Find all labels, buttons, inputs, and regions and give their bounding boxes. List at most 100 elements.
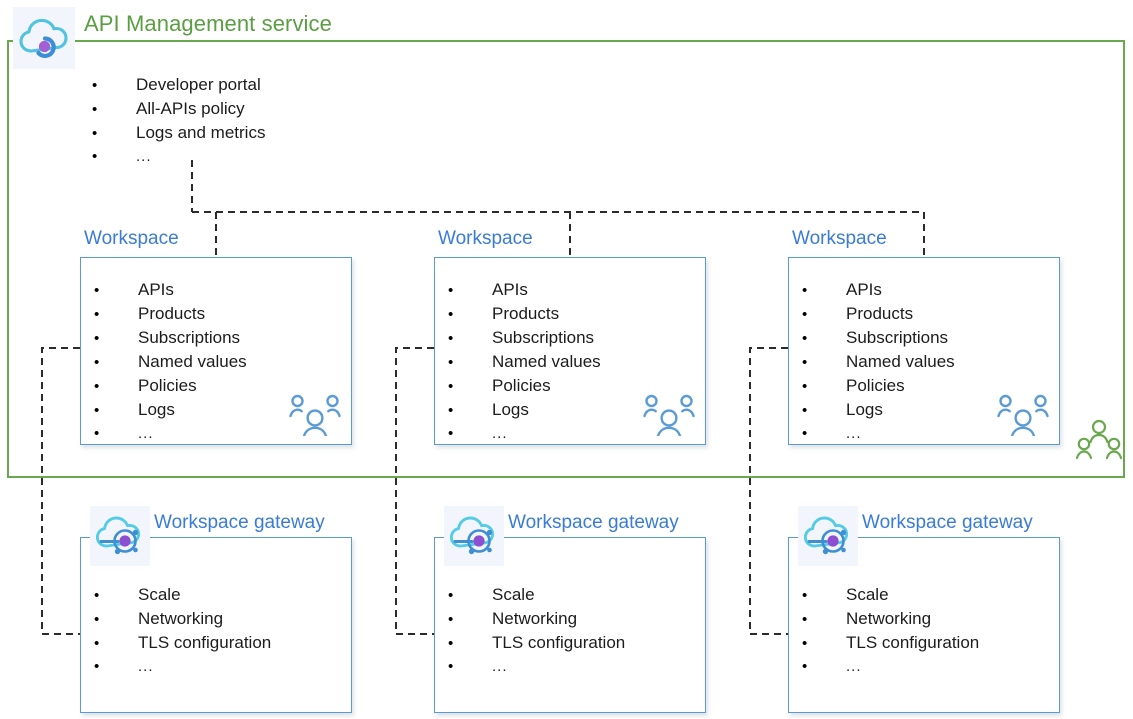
feature-item: • TLS configuration xyxy=(448,631,625,655)
bullet-glyph: • xyxy=(92,101,98,118)
bullet-glyph: • xyxy=(448,611,454,628)
feature-label: Policies xyxy=(846,376,905,395)
bullet-glyph: • xyxy=(94,635,100,652)
gateway-box-1: •Scale•Networking• TLS configuration•... xyxy=(80,537,352,713)
feature-item: • Developer portal xyxy=(92,73,265,97)
gateway-cloud-icon xyxy=(798,506,858,566)
bullet-glyph: • xyxy=(92,77,98,94)
bullet-glyph: • xyxy=(448,282,454,299)
feature-item: •... xyxy=(802,655,979,679)
workspace-label-2: Workspace xyxy=(438,228,533,249)
bullet-glyph: • xyxy=(448,587,454,604)
workspace-feature-list-1: •APIs•Products•Subscriptions•Named value… xyxy=(94,278,247,446)
people-group-icon xyxy=(643,394,695,436)
gateway-box-2: • Scale • Networking • TLS configuration •... xyxy=(434,537,706,713)
bullet-glyph: • xyxy=(94,402,100,419)
bullet-glyph: • xyxy=(94,425,100,442)
feature-label: Logs xyxy=(492,400,529,419)
bullet-glyph: • xyxy=(802,658,808,675)
gateway-feature-list-1: •Scale•Networking• TLS configuration•... xyxy=(94,583,271,679)
feature-label: TLS configuration xyxy=(846,633,980,652)
gateway-cloud-icon xyxy=(90,506,150,566)
bullet-glyph: • xyxy=(802,330,808,347)
feature-label: TLS configuration xyxy=(138,633,272,652)
apim-cloud-icon xyxy=(13,7,75,69)
bullet-glyph: • xyxy=(448,402,454,419)
feature-item: • Networking xyxy=(448,607,625,631)
feature-item: •Scale xyxy=(94,583,271,607)
feature-item: • Named values xyxy=(94,350,247,374)
feature-label: Subscriptions xyxy=(138,328,241,347)
bullet-glyph: • xyxy=(802,354,808,371)
feature-label: TLS configuration xyxy=(492,633,626,652)
feature-item: •Logs xyxy=(94,398,247,422)
feature-item: • APIs xyxy=(448,278,601,302)
feature-item: • Policies xyxy=(802,374,955,398)
bullet-glyph: • xyxy=(802,425,808,442)
feature-label: Subscriptions xyxy=(846,328,949,347)
feature-label: Networking xyxy=(138,609,224,628)
bullet-glyph: • xyxy=(448,354,454,371)
feature-item: • Subscriptions xyxy=(802,326,955,350)
feature-item: •Logs and metrics xyxy=(92,121,265,145)
gateway-cloud-icon xyxy=(444,506,504,566)
feature-item: •Scale xyxy=(802,583,979,607)
feature-label: ... xyxy=(138,658,154,675)
feature-item: •... xyxy=(448,655,625,679)
feature-item: •... xyxy=(802,422,955,446)
feature-label: Developer portal xyxy=(136,75,261,94)
feature-item: •Networking xyxy=(94,607,271,631)
bullet-glyph: • xyxy=(448,635,454,652)
bullet-glyph: • xyxy=(802,635,808,652)
feature-label: Scale xyxy=(846,585,889,604)
feature-label: Scale xyxy=(138,585,181,604)
bullet-glyph: • xyxy=(448,658,454,675)
bullet-glyph: • xyxy=(802,306,808,323)
bullet-glyph: • xyxy=(448,330,454,347)
feature-item: • All-APIs policy xyxy=(92,97,265,121)
feature-label: Policies xyxy=(492,376,551,395)
feature-label: Scale xyxy=(492,585,535,604)
feature-item: • Subscriptions xyxy=(94,326,247,350)
people-group-icon xyxy=(1076,419,1122,460)
feature-label: APIs xyxy=(492,280,528,299)
bullet-glyph: • xyxy=(94,378,100,395)
feature-item: • TLS configuration xyxy=(94,631,271,655)
bullet-glyph: • xyxy=(94,354,100,371)
gateway-label-3: Workspace gateway xyxy=(862,512,1033,533)
bullet-glyph: • xyxy=(448,378,454,395)
gateway-feature-list-2: • Scale • Networking • TLS configuration •... xyxy=(448,583,625,679)
feature-label: ... xyxy=(136,148,152,165)
feature-label: ... xyxy=(846,658,862,675)
gateway-label-2: Workspace gateway xyxy=(508,512,679,533)
bullet-glyph: • xyxy=(802,282,808,299)
feature-label: All-APIs policy xyxy=(136,99,245,118)
feature-item: • TLS configuration xyxy=(802,631,979,655)
feature-item: •Products xyxy=(448,302,601,326)
feature-label: ... xyxy=(138,425,154,442)
feature-label: Networking xyxy=(492,609,578,628)
bullet-glyph: • xyxy=(94,330,100,347)
feature-label: Named values xyxy=(138,352,247,371)
gateway-box-3: •Scale•Networking•TLS configuration•... xyxy=(788,537,1060,713)
bullet-glyph: • xyxy=(92,125,98,142)
feature-label: Named values xyxy=(846,352,955,371)
feature-item: • Subscriptions xyxy=(448,326,601,350)
feature-label: Products xyxy=(846,304,914,323)
feature-item: • Named values xyxy=(802,350,955,374)
feature-label: Products xyxy=(138,304,206,323)
page-title: API Management service xyxy=(84,11,332,36)
feature-label: ... xyxy=(492,658,508,675)
feature-item: •Logs xyxy=(802,398,955,422)
feature-label: Products xyxy=(492,304,560,323)
feature-item: • Policies xyxy=(448,374,601,398)
people-group-icon xyxy=(997,394,1049,436)
feature-item: •Products xyxy=(94,302,247,326)
bullet-glyph: • xyxy=(94,282,100,299)
feature-label: Policies xyxy=(138,376,197,395)
feature-label: Subscriptions xyxy=(492,328,595,347)
bullet-glyph: • xyxy=(802,378,808,395)
feature-label: ... xyxy=(492,425,508,442)
workspace-label-3: Workspace xyxy=(792,228,887,249)
